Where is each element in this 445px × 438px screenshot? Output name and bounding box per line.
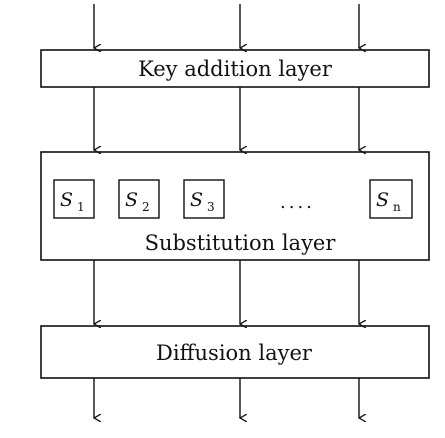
sbox-n: S n — [369, 179, 413, 219]
arrows-key-to-substitution — [94, 87, 359, 150]
sbox-1-letter: S — [60, 189, 73, 211]
sbox-3: S 3 — [183, 179, 225, 219]
diffusion-layer-label: Diffusion layer — [156, 341, 313, 365]
input-arrows — [94, 4, 359, 48]
output-arrows — [94, 378, 359, 418]
sbox-1-subscript: 1 — [77, 200, 85, 214]
sbox-ellipsis: .... — [280, 192, 315, 213]
diffusion-layer-box — [40, 325, 430, 379]
substitution-layer-label: Substitution layer — [145, 231, 337, 255]
sbox-n-letter: S — [376, 189, 389, 211]
sbox-3-subscript: 3 — [207, 200, 215, 214]
sbox-2: S 2 — [118, 179, 160, 219]
sbox-3-letter: S — [190, 189, 203, 211]
key-addition-layer-label: Key addition layer — [138, 57, 333, 81]
substitution-layer-box — [40, 151, 430, 261]
sbox-2-subscript: 2 — [142, 200, 150, 214]
sbox-2-letter: S — [125, 189, 138, 211]
sbox-n-subscript: n — [393, 200, 401, 214]
key-addition-layer-box — [40, 49, 430, 88]
arrows-substitution-to-diffusion — [94, 260, 359, 324]
sbox-1: S 1 — [53, 179, 95, 219]
